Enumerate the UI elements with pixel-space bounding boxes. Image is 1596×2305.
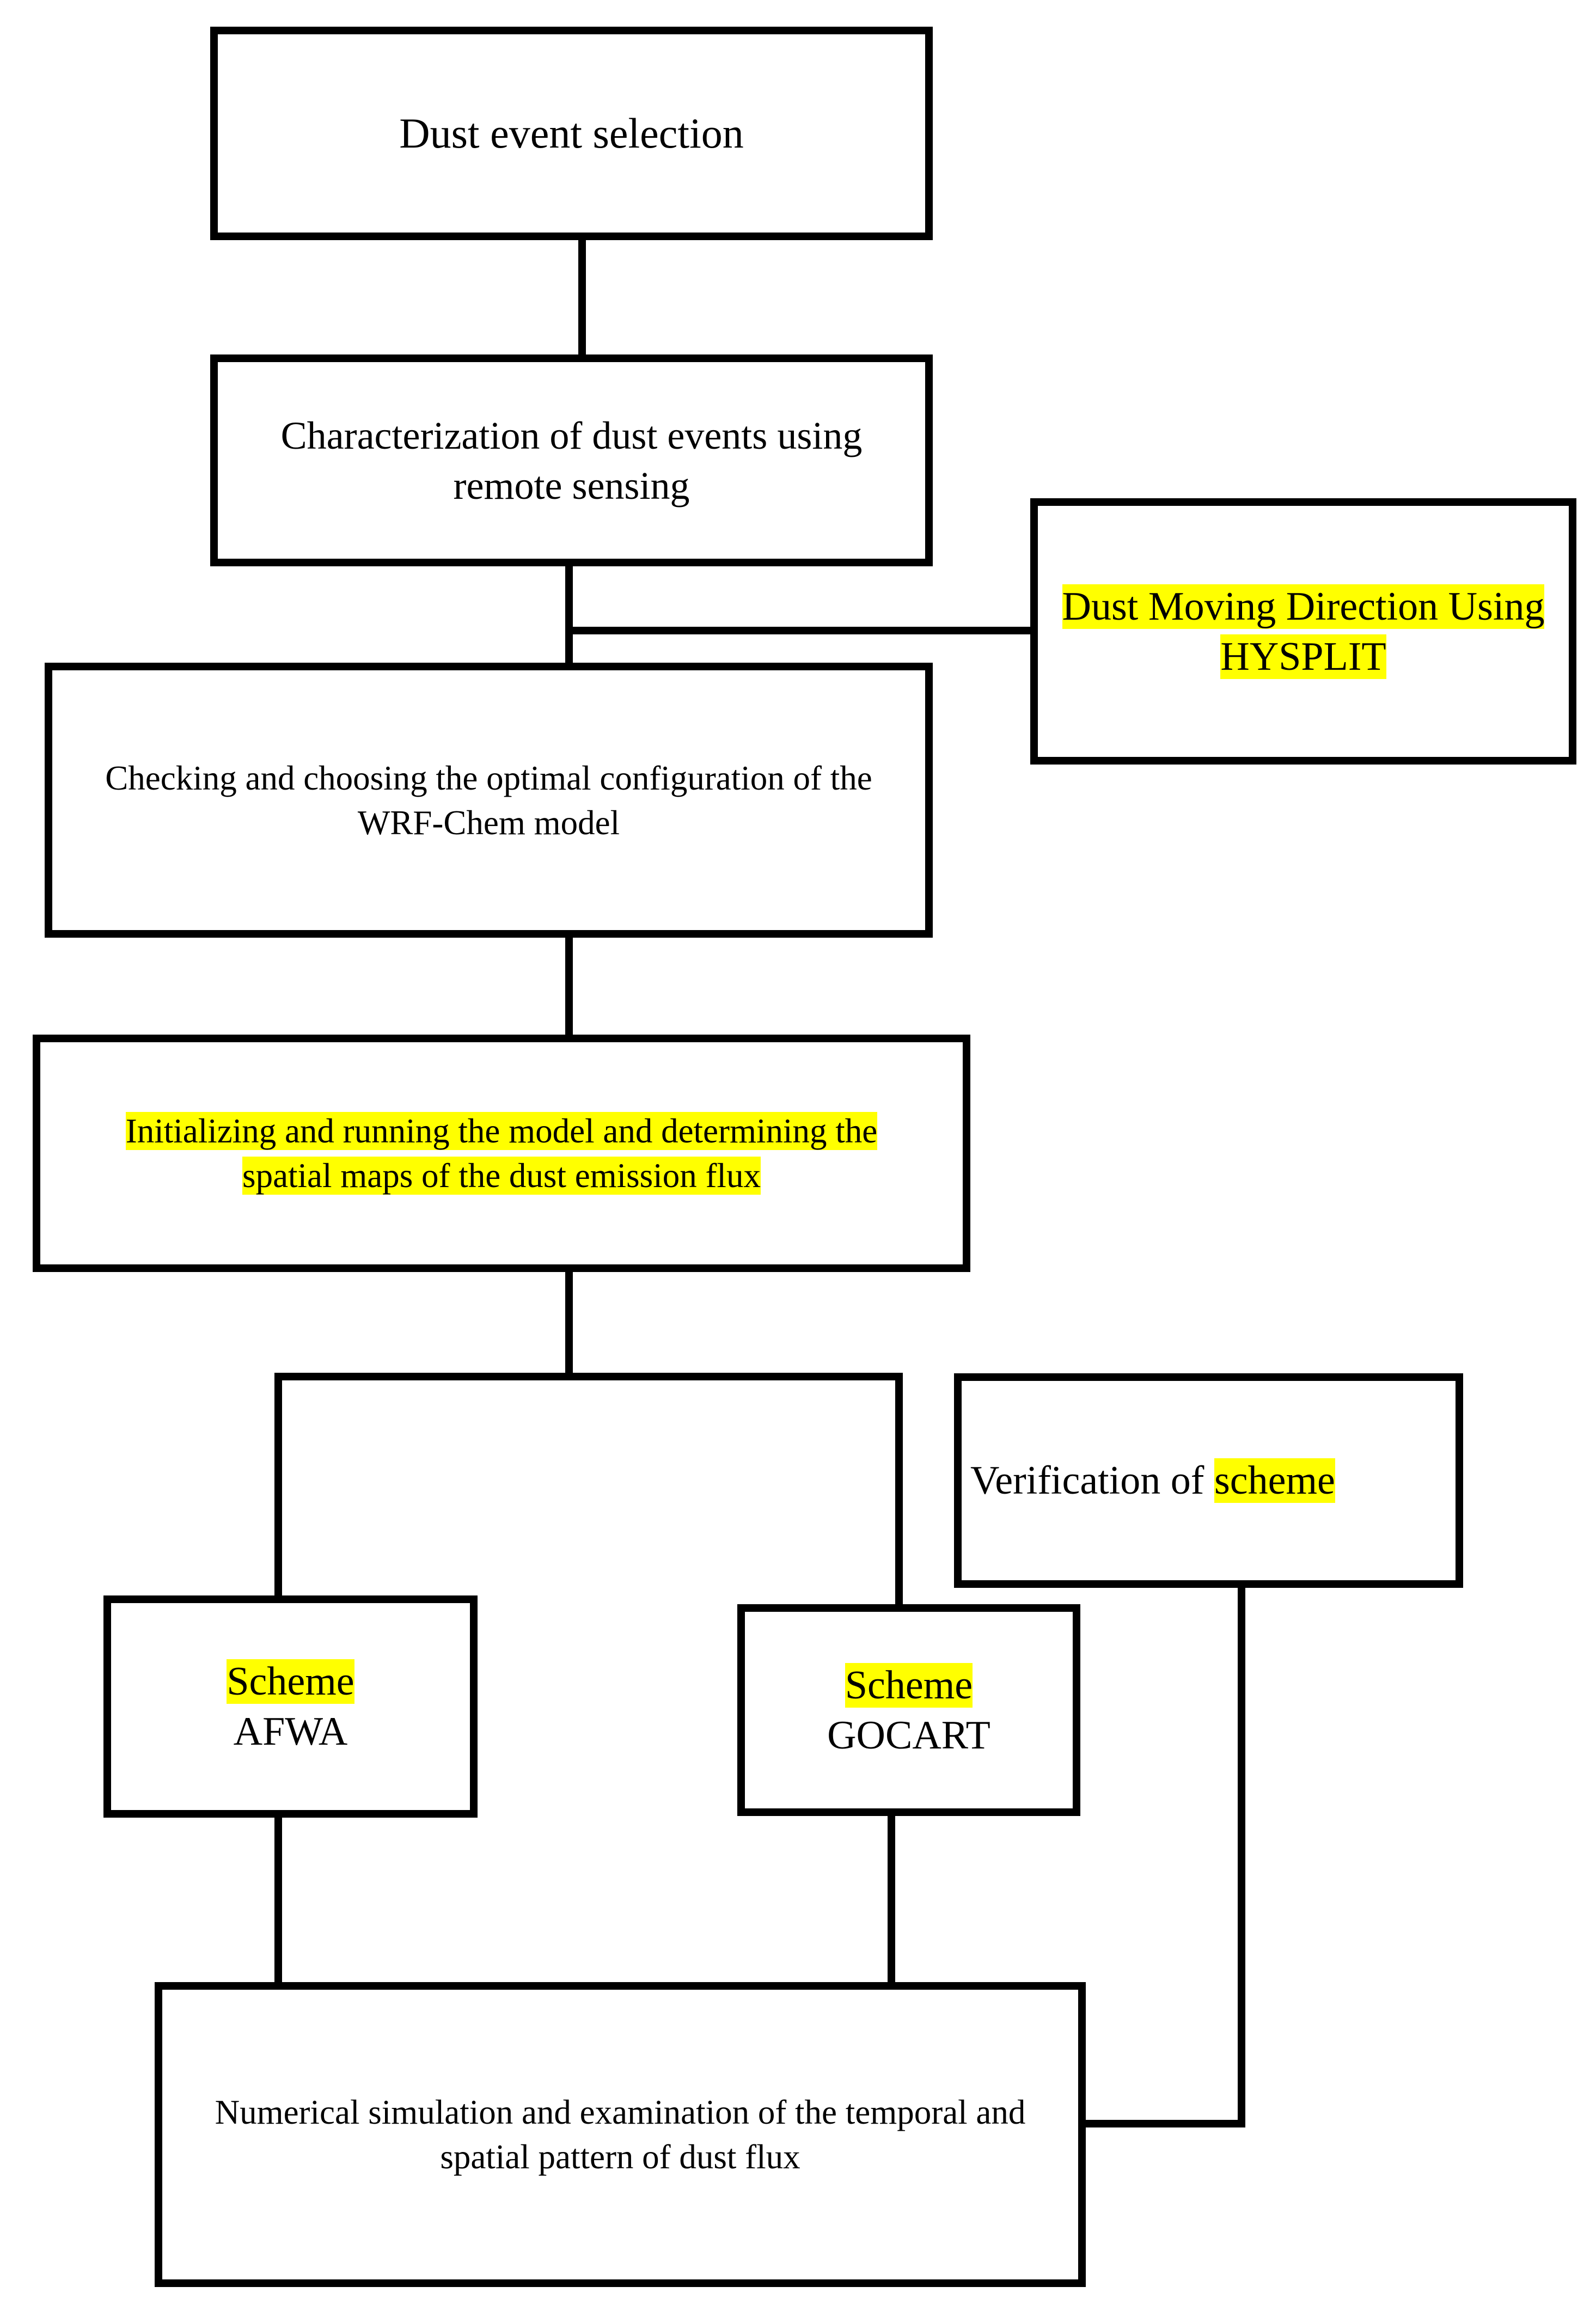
node-text: Characterization of dust events using [280,413,863,457]
node-text: AFWA [233,1709,348,1754]
node-text-line: AFWA [234,1707,348,1757]
node-text-line: Characterization of dust events using [281,411,863,461]
node-text: Numerical simulation and examination of … [215,2093,1026,2131]
node-text-line: Dust Moving Direction Using [1062,582,1545,632]
node-text: GOCART [827,1713,990,1758]
node-text-line: Verification of scheme [970,1458,1335,1504]
node-text-line: WRF-Chem model [358,800,620,845]
node-numerical-simulation: Numerical simulation and examination of … [155,1982,1086,2287]
node-text-line: spatial maps of the dust emission flux [242,1153,761,1198]
highlighted-text: HYSPLIT [1220,634,1386,679]
highlighted-text: Initializing and running the model and d… [125,1112,878,1150]
node-text: Checking and choosing the optimal config… [105,759,872,797]
node-text: WRF-Chem model [357,803,620,842]
node-characterization: Characterization of dust events using rem… [210,354,933,566]
node-text-line: spatial pattern of dust flux [440,2135,800,2179]
node-text-line: Dust event selection [399,109,744,158]
highlighted-text: scheme [1214,1458,1335,1503]
node-text-line: remote sensing [454,461,690,511]
node-text: Dust event selection [399,109,744,157]
node-initializing-model: Initializing and running the model and d… [33,1035,970,1272]
highlighted-text: Scheme [845,1662,973,1708]
node-verification-of-scheme: Verification of scheme [954,1373,1463,1588]
node-text: remote sensing [453,463,690,508]
node-text-line: GOCART [827,1710,990,1760]
highlighted-text: Dust Moving Direction Using [1062,584,1545,629]
node-dust-event-selection: Dust event selection [210,27,933,240]
node-wrf-chem-configuration: Checking and choosing the optimal config… [45,663,933,938]
node-text-line: Scheme [227,1656,354,1707]
node-text: Verification of [970,1458,1214,1503]
connector-verification-to-numerical [1082,1584,1245,2127]
node-text-line: Initializing and running the model and d… [125,1109,878,1153]
node-text-line: Scheme [845,1660,973,1710]
highlighted-text: Scheme [227,1659,354,1704]
node-text-line: HYSPLIT [1220,632,1386,682]
node-text: spatial pattern of dust flux [440,2138,800,2176]
node-text-line: Checking and choosing the optimal config… [105,756,872,800]
node-text-line: Numerical simulation and examination of … [215,2090,1026,2135]
highlighted-text: spatial maps of the dust emission flux [242,1157,761,1195]
